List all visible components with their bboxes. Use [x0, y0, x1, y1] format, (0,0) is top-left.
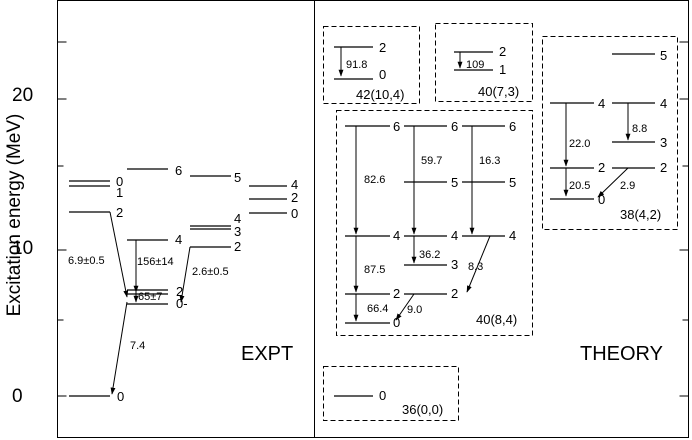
transition-arrows [109, 47, 631, 395]
expt-level-spin: 0 [291, 206, 298, 221]
plot-frame [57, 0, 689, 438]
transition-arrow [179, 246, 191, 303]
transition-arrow [110, 301, 128, 395]
expt-level-spin: 5 [234, 170, 241, 185]
band-40-8-4-transition-label: 87.5 [364, 264, 385, 276]
band-40-8-4-level-spin: 2 [451, 286, 458, 301]
band-40-8-4-transition-label: 36.2 [419, 249, 440, 261]
band-38-transition-label: 8.8 [632, 123, 647, 135]
band-40-8-4-transition-label: 66.4 [367, 303, 388, 315]
band-38-transition-label: 22.0 [569, 138, 590, 150]
expt-transition-label: 65±7 [138, 291, 162, 303]
theory-panel-label: THEORY [580, 343, 663, 365]
band-40-8-4-name: 40(8,4) [476, 312, 517, 327]
expt-transition-label: 156±14 [137, 256, 174, 268]
band-40-8-4-transition-label: 9.0 [407, 304, 422, 316]
band-40-8-4-level-spin: 6 [509, 119, 516, 134]
band-40-8-4-level-spin: 4 [451, 228, 458, 243]
expt-panel-label: EXPT [241, 343, 293, 365]
band-40-8-4-level-spin: 2 [393, 286, 400, 301]
band-40-8-4-level-spin: 4 [509, 228, 516, 243]
band-38-level-spin: 0 [598, 192, 605, 207]
band-42-level-spin: 0 [379, 67, 386, 82]
level-lines [69, 46, 655, 397]
band-box-40-8-4 [336, 110, 533, 336]
expt-level-spin: 4 [234, 211, 241, 226]
band-40-8-4-level-spin: 6 [393, 119, 400, 134]
expt-level-spin: 0- [176, 296, 188, 311]
band-40-8-4-level-spin: 3 [451, 257, 458, 272]
band-40-7-3-transition-label: 109 [466, 59, 484, 71]
y-tick-label-10: 10 [12, 238, 33, 259]
band-38-name: 38(4,2) [620, 207, 661, 222]
band-40-7-3-level-spin: 1 [499, 62, 506, 77]
expt-level-spin: 4 [175, 232, 182, 247]
band-box-38-4-2 [542, 36, 678, 230]
band-box-42-10-4 [323, 26, 420, 104]
band-box-40-7-3 [435, 23, 533, 102]
expt-level-spin: 0 [117, 389, 124, 404]
band-40-8-4-level-spin: 6 [451, 119, 458, 134]
expt-level-spin: 4 [291, 177, 298, 192]
band-40-8-4-transition-label: 59.7 [421, 155, 442, 167]
expt-level-spin: 2 [291, 190, 298, 205]
expt-level-spin: 0 [116, 174, 123, 189]
expt-transition-label: 6.9±0.5 [68, 255, 105, 267]
band-36-name: 36(0,0) [402, 402, 443, 417]
band-box-36-0-0 [323, 366, 459, 421]
transition-arrow [395, 293, 415, 321]
band-38-level-spin: 2 [660, 160, 667, 175]
band-40-7-3-name: 40(7,3) [478, 84, 519, 99]
y-ticks [57, 41, 689, 397]
band-38-level-spin: 2 [598, 160, 605, 175]
band-40-8-4-transition-label: 8.3 [468, 261, 483, 273]
band-42-level-spin: 2 [379, 40, 386, 55]
band-40-8-4-level-spin: 5 [451, 175, 458, 190]
expt-level-spin: 1 [116, 185, 123, 200]
band-40-8-4-transition-label: 16.3 [479, 155, 500, 167]
expt-level-spin: 2 [176, 284, 183, 299]
band-38-level-spin: 4 [660, 96, 667, 111]
band-40-8-4-level-spin: 4 [393, 228, 400, 243]
band-38-transition-label: 20.5 [569, 180, 590, 192]
expt-level-spin: 2 [234, 239, 241, 254]
expt-transition-label: 2.6±0.5 [192, 266, 229, 278]
transition-arrow [466, 235, 491, 293]
band-38-level-spin: 5 [660, 48, 667, 63]
transition-arrow [597, 167, 629, 198]
expt-transition-label: 7.4 [130, 340, 145, 352]
y-tick-label-0: 0 [12, 386, 23, 407]
band-42-name: 42(10,4) [356, 87, 404, 102]
transition-arrow [109, 211, 129, 298]
expt-level-spin: 3 [234, 224, 241, 239]
band-40-7-3-level-spin: 2 [499, 44, 506, 59]
band-40-8-4-transition-label: 82.6 [364, 174, 385, 186]
band-38-level-spin: 3 [660, 135, 667, 150]
expt-level-spin: 6 [175, 163, 182, 178]
band-40-8-4-level-spin: 0 [393, 315, 400, 330]
y-axis-label: Excitation energy (MeV) [4, 114, 25, 317]
band-38-level-spin: 4 [598, 96, 605, 111]
band-42-transition-label: 91.8 [346, 59, 367, 71]
band-38-transition-label: 2.9 [620, 180, 635, 192]
y-tick-label-20: 20 [12, 85, 33, 106]
expt-level-spin: 2 [116, 205, 123, 220]
band-36-level-spin: 0 [379, 388, 386, 403]
band-40-8-4-level-spin: 5 [509, 175, 516, 190]
